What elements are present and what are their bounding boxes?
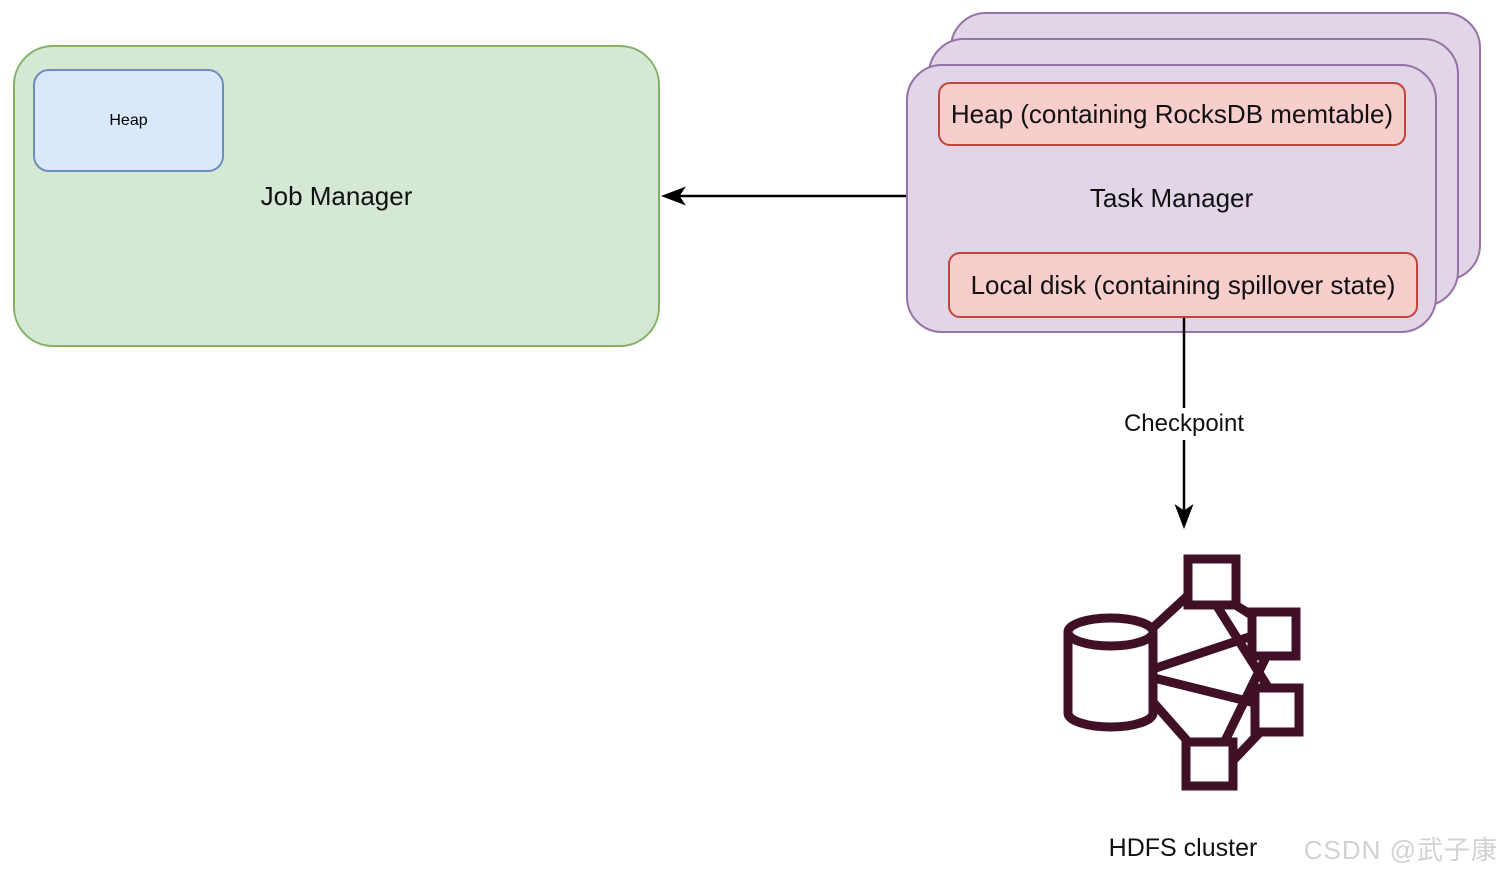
checkpoint-label-text: Checkpoint — [1123, 410, 1245, 437]
hdfs-cluster-label: HDFS cluster — [1108, 834, 1258, 862]
cluster-node-squares — [1181, 554, 1304, 791]
job-manager-label: Job Manager — [260, 181, 413, 211]
database-cylinder — [1063, 613, 1158, 732]
checkpoint-edge-label: Checkpoint — [1108, 408, 1260, 440]
arrow-task-to-job — [661, 186, 906, 206]
task-manager-local-disk-label: Local disk (containing spillover state) — [970, 269, 1396, 300]
task-manager-heap-node: Heap (containing RocksDB memtable) — [938, 82, 1406, 146]
job-manager-heap-label: Heap — [109, 111, 148, 129]
task-manager-label: Task Manager — [1089, 183, 1254, 213]
watermark: CSDN @武子康 — [1303, 835, 1498, 865]
job-manager-heap-node: Heap — [33, 69, 224, 172]
hdfs-cluster-icon — [1063, 554, 1304, 791]
task-manager-heap-label: Heap (containing RocksDB memtable) — [950, 98, 1394, 129]
task-manager-local-disk-node: Local disk (containing spillover state) — [948, 252, 1418, 318]
